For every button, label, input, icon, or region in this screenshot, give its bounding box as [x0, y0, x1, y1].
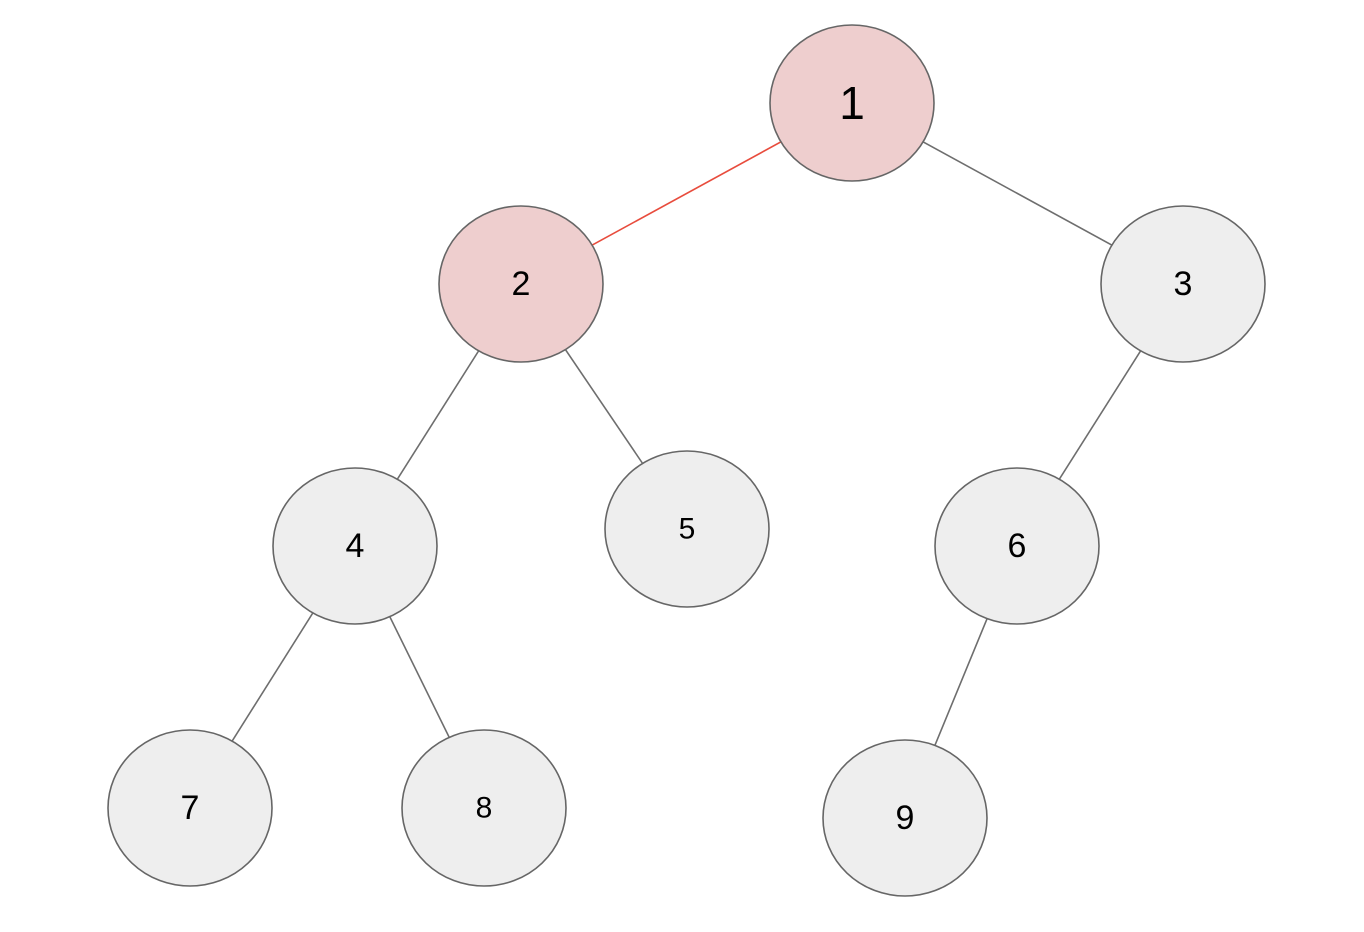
node-label: 2: [512, 265, 531, 303]
node-label: 1: [839, 77, 865, 129]
node-circle: [401, 729, 567, 887]
tree-node-2: 2: [438, 205, 604, 363]
node-circle-highlighted: [769, 24, 935, 182]
node-circle: [272, 467, 438, 625]
node-circle: [604, 450, 770, 608]
tree-node-3: 3: [1100, 205, 1266, 363]
node-circle: [934, 467, 1100, 625]
node-circle: [1100, 205, 1266, 363]
node-label: 7: [181, 789, 200, 827]
tree-node-1: 1: [769, 24, 935, 182]
node-label: 8: [476, 792, 493, 825]
node-label: 9: [896, 799, 915, 837]
node-circle: [822, 739, 988, 897]
node-circle: [107, 729, 273, 887]
node-label: 6: [1008, 527, 1027, 565]
node-circle-highlighted: [438, 205, 604, 363]
node-label: 5: [679, 513, 696, 546]
tree-node-6: 6: [934, 467, 1100, 625]
tree-node-5: 5: [604, 450, 770, 608]
tree-node-4: 4: [272, 467, 438, 625]
node-label: 4: [346, 527, 365, 565]
tree-node-8: 8: [401, 729, 567, 887]
node-label: 3: [1174, 265, 1193, 303]
tree-node-7: 7: [107, 729, 273, 887]
tree-node-9: 9: [822, 739, 988, 897]
node-layer: 1 2 3 4 5 6 7 8 9: [107, 24, 1266, 897]
